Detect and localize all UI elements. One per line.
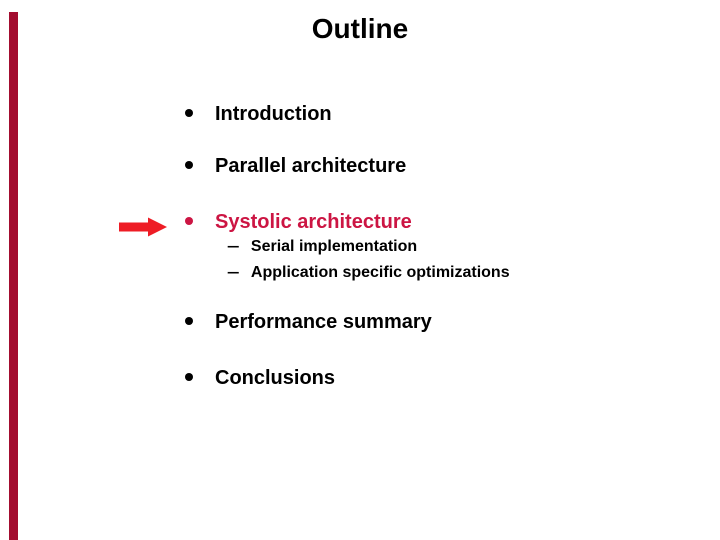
sub-bullet-label: Application specific optimizations — [250, 264, 510, 281]
bullet-item-introduction: Introduction — [185, 101, 332, 127]
bullet-item-systolic-architecture: Systolic architecture — [185, 209, 412, 235]
bullet-item-performance-summary: Performance summary — [185, 309, 432, 335]
bullet-item-conclusions: Conclusions — [185, 365, 335, 391]
sub-bullet-serial-implementation: – Serial implementation — [227, 236, 417, 258]
bullet-dot-icon — [185, 217, 193, 225]
bullet-label: Performance summary — [215, 311, 432, 333]
bullet-item-parallel-architecture: Parallel architecture — [185, 153, 406, 179]
bullet-label: Systolic architecture — [215, 211, 412, 233]
bullet-label: Introduction — [215, 103, 332, 125]
dash-bullet-icon: – — [227, 238, 240, 255]
bullet-label: Conclusions — [215, 367, 336, 389]
dash-bullet-icon: – — [227, 264, 240, 281]
slide-title: Outline — [311, 13, 409, 44]
bullet-dot-icon — [185, 317, 193, 325]
sub-bullet-application-specific-optimizations: – Application specific optimizations — [227, 262, 510, 284]
current-section-arrow-icon — [119, 217, 167, 237]
left-accent-bar — [9, 12, 18, 540]
bullet-dot-icon — [185, 373, 193, 381]
bullet-dot-icon — [185, 161, 193, 169]
bullet-dot-icon — [185, 109, 193, 117]
sub-bullet-label: Serial implementation — [250, 238, 418, 255]
bullet-label: Parallel architecture — [215, 155, 407, 177]
